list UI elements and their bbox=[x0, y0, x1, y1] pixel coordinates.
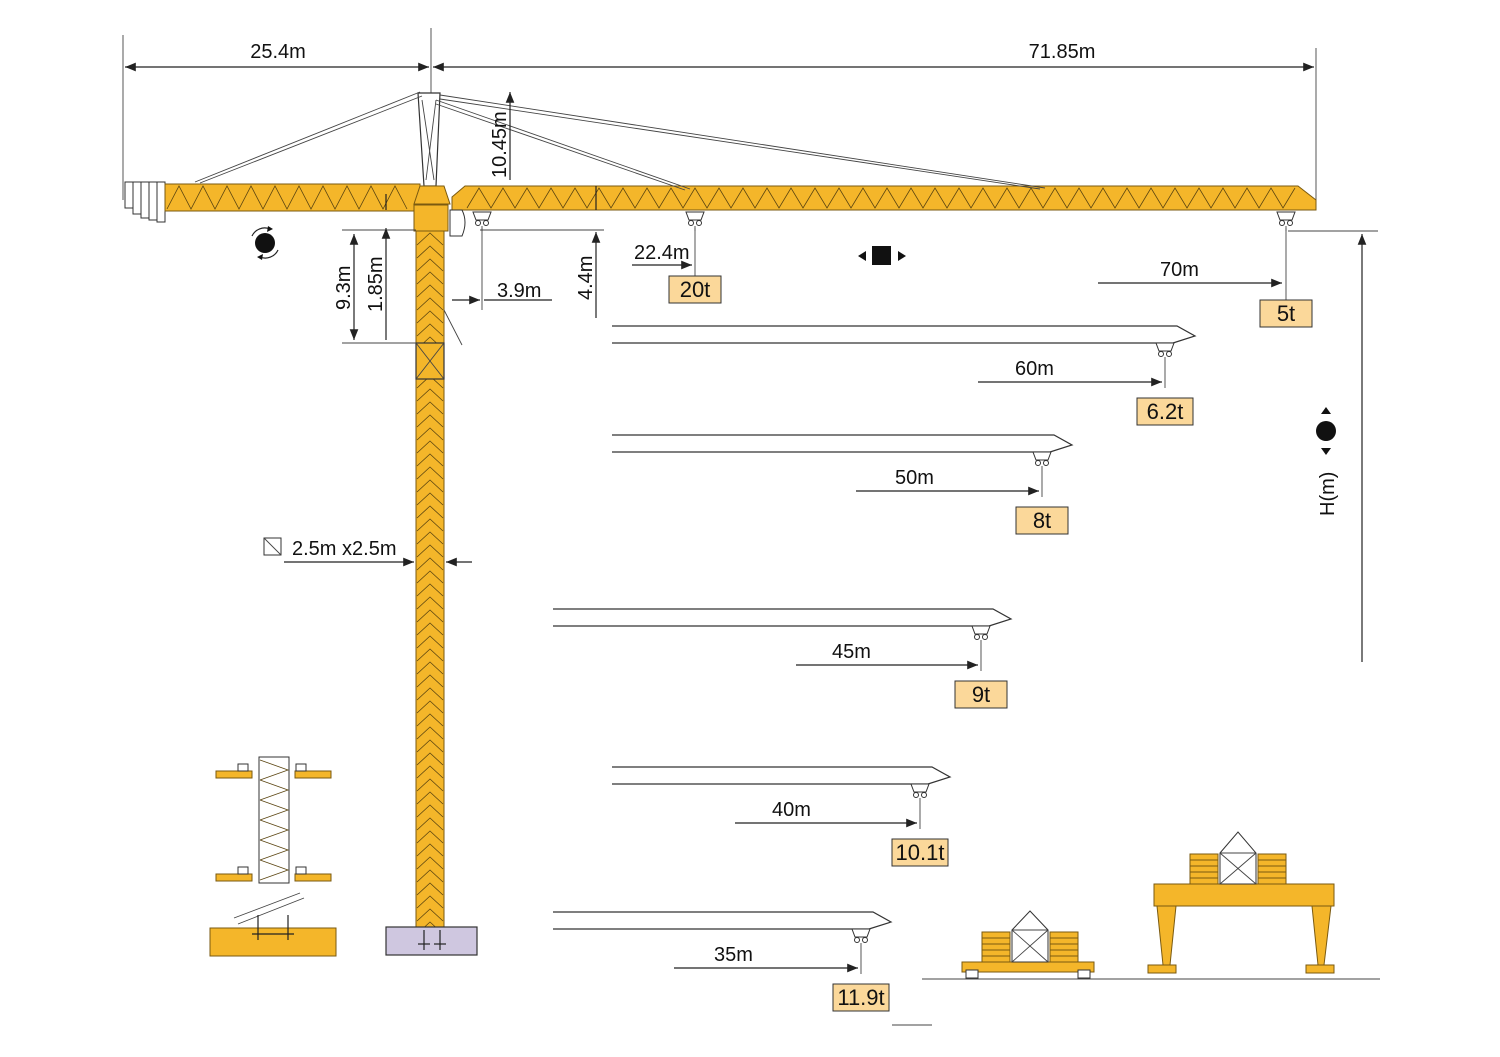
radius-label: 50m bbox=[895, 467, 934, 489]
load-value: 9t bbox=[972, 682, 990, 707]
left-vertical-dims bbox=[342, 194, 416, 344]
tower-head-height-label: 10.45m bbox=[489, 111, 511, 178]
tower-foundation bbox=[385, 926, 478, 956]
ballast-block bbox=[1049, 937, 1079, 945]
load-tag bbox=[1136, 397, 1194, 426]
variant-hook bbox=[971, 625, 991, 645]
ballast-block bbox=[1189, 877, 1219, 885]
counterweight-blocks bbox=[124, 181, 166, 223]
variant-hook bbox=[1032, 451, 1052, 471]
main-jib bbox=[451, 185, 1317, 211]
radius-label: 40m bbox=[772, 799, 811, 821]
variant-hook bbox=[851, 928, 871, 948]
ballast-block bbox=[981, 943, 1011, 951]
load-tag bbox=[668, 275, 722, 304]
ballast-block bbox=[1257, 853, 1287, 861]
counter-jib bbox=[164, 183, 421, 212]
jib-variant: 50m 8t bbox=[612, 434, 1074, 535]
jib-variant: 60m 6.2t bbox=[612, 325, 1197, 426]
ballast-block bbox=[1049, 949, 1079, 957]
height-axis bbox=[1288, 230, 1378, 662]
mast-climbing-detail bbox=[209, 756, 337, 957]
ballast-block bbox=[981, 949, 1011, 957]
height-4-4-label: 4.4m bbox=[575, 256, 597, 300]
ballast-block bbox=[981, 931, 1011, 939]
variant-jib-outline bbox=[612, 766, 952, 785]
ballast-block bbox=[1189, 853, 1219, 861]
ballast-block bbox=[1257, 859, 1287, 867]
load-value: 5t bbox=[1277, 301, 1295, 326]
tower-head bbox=[194, 91, 1046, 191]
variant-jib-outline bbox=[612, 325, 1197, 344]
jib-length-label: 71.85m bbox=[1029, 41, 1096, 63]
offset-3-9-label: 3.9m bbox=[497, 280, 541, 302]
foundation-anchor bbox=[418, 930, 446, 950]
tower-mast bbox=[415, 230, 463, 935]
rail-base bbox=[961, 910, 1095, 979]
ballast-block bbox=[981, 937, 1011, 945]
ballast-block bbox=[1257, 877, 1287, 885]
counter-jib-length-label: 25.4m bbox=[250, 41, 306, 63]
variant-jib-outline bbox=[553, 608, 1013, 627]
load-value: 20t bbox=[680, 277, 711, 302]
hoist-icon bbox=[1316, 407, 1336, 455]
jib-variant: 35m 11.9t bbox=[553, 911, 893, 1012]
load-value: 11.9t bbox=[837, 985, 884, 1010]
trolley-offset-dims bbox=[452, 186, 604, 318]
mast-section-icon bbox=[263, 537, 282, 556]
ballast-block bbox=[1049, 943, 1079, 951]
slewing-unit bbox=[413, 185, 466, 237]
radius-22-4-line bbox=[632, 228, 696, 276]
slewing-icon bbox=[251, 226, 279, 260]
ballast-block bbox=[1049, 931, 1079, 939]
variant-hook bbox=[910, 783, 930, 803]
radius-label: 45m bbox=[832, 641, 871, 663]
load-value: 6.2t bbox=[1147, 399, 1184, 424]
radius-label: 70m bbox=[1160, 259, 1199, 281]
hook-block bbox=[1276, 211, 1296, 231]
ballast-block bbox=[1189, 859, 1219, 867]
load-tag bbox=[891, 838, 949, 867]
load-tag bbox=[832, 983, 890, 1012]
mast-section-label: 2.5m x2.5m bbox=[292, 538, 396, 560]
load-value: 8t bbox=[1033, 508, 1051, 533]
trolley-travel-icon bbox=[858, 246, 906, 265]
variant-jib-outline bbox=[612, 434, 1074, 453]
radius-label: 22.4m bbox=[634, 242, 690, 264]
top-dimension-line bbox=[122, 28, 1317, 205]
height-9-3-label: 9.3m bbox=[333, 266, 355, 310]
ballast-block bbox=[1257, 871, 1287, 879]
ballast-block bbox=[1257, 865, 1287, 873]
jib-variants: 60m 6.2t 50m 8t 45m 9t 40m 10.1t 35m 11.9t bbox=[553, 325, 1197, 1012]
load-tag bbox=[1015, 506, 1069, 535]
load-tag bbox=[1259, 299, 1313, 328]
main-jib-hooks bbox=[472, 211, 1296, 231]
height-1-85-label: 1.85m bbox=[365, 256, 387, 312]
jib-variant: 45m 9t bbox=[553, 608, 1013, 709]
radius-label: 35m bbox=[714, 944, 753, 966]
ballast-block bbox=[1189, 871, 1219, 879]
load-tag bbox=[954, 680, 1008, 709]
hook-block bbox=[472, 211, 492, 231]
ballast-block bbox=[1189, 865, 1219, 873]
variant-jib-outline bbox=[553, 911, 893, 930]
portal-base bbox=[1147, 831, 1335, 974]
load-value: 10.1t bbox=[896, 840, 945, 865]
ballast-block bbox=[1049, 955, 1079, 963]
ballast-block bbox=[981, 955, 1011, 963]
radius-70-line bbox=[1098, 228, 1287, 300]
hook-block bbox=[685, 211, 705, 231]
variant-hook bbox=[1155, 342, 1175, 362]
height-axis-label: H(m) bbox=[1317, 472, 1339, 516]
jib-variant: 40m 10.1t bbox=[612, 766, 952, 867]
radius-label: 60m bbox=[1015, 358, 1054, 380]
